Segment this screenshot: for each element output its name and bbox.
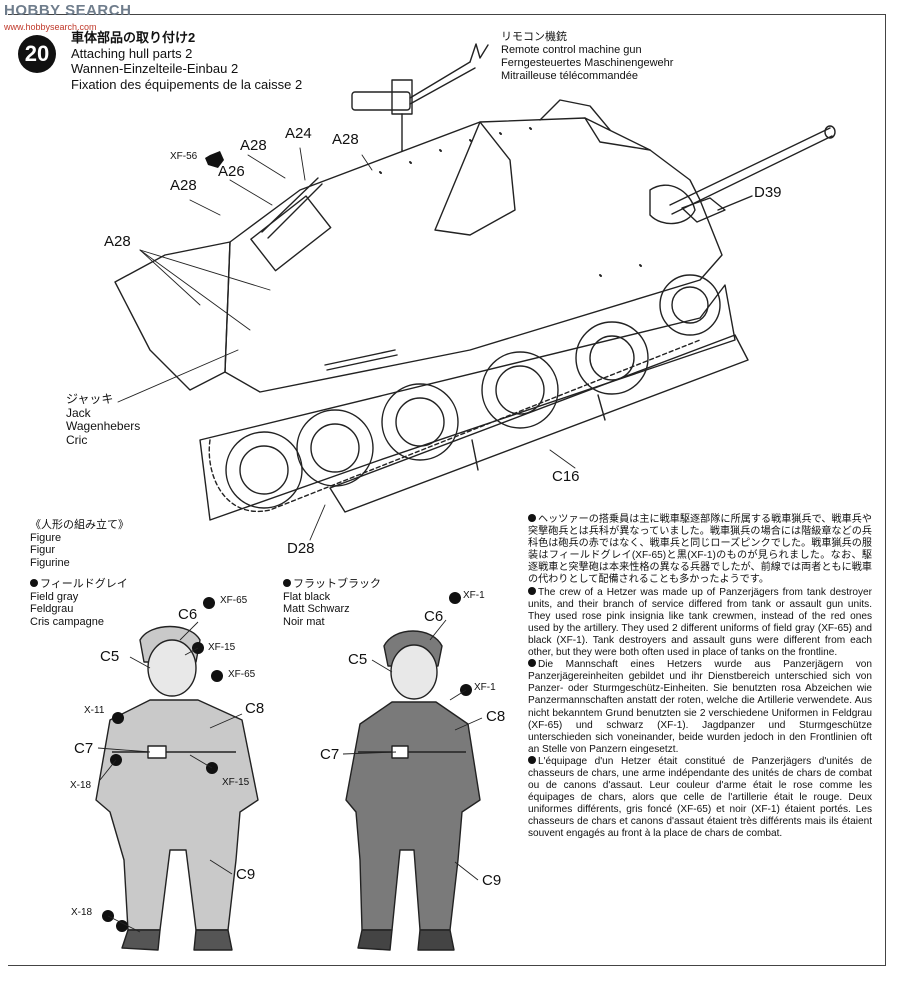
jack-jp: ジャッキ	[66, 392, 114, 406]
part-label-d28: D28	[287, 540, 315, 557]
paint-field-gray-fr: Cris campagne	[30, 615, 104, 628]
fig2-label-c5: C5	[348, 651, 368, 668]
fig1-label-c7: C7	[74, 740, 94, 757]
fig1-label-c9: C9	[236, 866, 256, 883]
jack-caption: ジャッキ Jack Wagenhebers Cric	[66, 392, 141, 447]
remote-gun-de: Ferngesteuertes Maschinengewehr	[501, 57, 674, 69]
fig1-label-x18-top: X-18	[70, 780, 92, 791]
crew-description: ヘッツァーの搭乗員は主に戦車駆逐部隊に所属する戦車猟兵で、戦車兵や突撃砲兵とは兵…	[528, 514, 872, 841]
fig1-label-c6: C6	[178, 606, 198, 623]
watermark-site: www.hobbysearch.com	[4, 22, 97, 32]
fig2-label-c8: C8	[486, 708, 506, 725]
fig1-label-c8: C8	[245, 700, 265, 717]
paint-flat-black-fr: Noir mat	[283, 615, 325, 628]
fig1-label-c5: C5	[100, 648, 120, 665]
fig1-label-xf15-bot: XF-15	[222, 777, 250, 788]
description-fr: L'équipage d'un Hetzer était constitué d…	[528, 755, 872, 840]
paint-bullet-icon	[30, 579, 38, 587]
fig1-label-x11: X-11	[84, 705, 105, 716]
desc-bullet-icon	[528, 586, 536, 595]
figure-field-gray	[95, 625, 259, 951]
remote-gun-caption: リモコン機銃 Remote control machine gun Fernge…	[501, 31, 673, 83]
frame-bottom-line	[8, 965, 886, 966]
paint-flat-black-caption: フラットブラック Flat black Matt Schwarz Noir ma…	[283, 578, 381, 628]
paint-field-gray-en: Field gray	[30, 590, 79, 603]
paint-bullet-icon	[283, 579, 291, 587]
step-title-jp: 車体部品の取り付け2	[71, 30, 196, 45]
step-title-de: Wannen-Einzelteile-Einbau 2	[71, 61, 239, 76]
part-label-c16: C16	[552, 468, 580, 485]
paint-flat-black-de: Matt Schwarz	[283, 603, 350, 615]
paint-field-gray-caption: フィールドグレイ Field gray Feldgrau Cris campag…	[30, 578, 128, 628]
remote-gun-fr: Mitrailleuse télécommandée	[501, 70, 638, 82]
figure-heading: 《人形の組み立て》 Figure Figur Figurine	[30, 519, 129, 569]
remote-gun-jp: リモコン機銃	[501, 31, 567, 43]
fig2-label-xf1-top: XF-1	[463, 590, 485, 601]
remote-gun-en: Remote control machine gun	[501, 44, 642, 56]
part-label-a28-right: A28	[332, 131, 359, 148]
part-label-a26: A26	[218, 163, 245, 180]
fig2-label-c7: C7	[320, 746, 340, 763]
frame-right-line	[885, 14, 886, 966]
part-label-a28-top: A28	[240, 137, 267, 154]
fig1-label-xf65-top: XF-65	[220, 595, 248, 606]
desc-bullet-icon	[528, 659, 536, 668]
fig1-label-xf15-top: XF-15	[208, 642, 236, 653]
jack-de: Wagenhebers	[66, 419, 141, 433]
paint-flat-black-en: Flat black	[283, 590, 331, 603]
fig1-label-x18-bot: X-18	[71, 907, 93, 918]
step-title-fr: Fixation des équipements de la caisse 2	[71, 76, 303, 92]
part-label-a28-mid: A28	[170, 177, 197, 194]
desc-bullet-icon	[528, 514, 536, 522]
part-label-a24: A24	[285, 125, 312, 142]
paint-field-gray-jp: フィールドグレイ	[40, 578, 128, 590]
figure-flat-black	[345, 630, 481, 951]
figure-heading-de: Figur	[30, 544, 56, 556]
part-label-a28-left: A28	[104, 233, 131, 250]
part-label-d39: D39	[754, 184, 782, 201]
paint-flat-black-jp: フラットブラック	[293, 578, 381, 590]
desc-bullet-icon	[528, 755, 536, 764]
part-label-xf56: XF-56	[170, 151, 198, 162]
fig2-label-c9: C9	[482, 872, 502, 889]
fig1-label-xf65-mid: XF-65	[228, 669, 256, 680]
jack-fr: Cric	[66, 432, 88, 447]
description-de: Die Mannschaft eines Hetzers wurde aus P…	[528, 659, 872, 755]
fig2-label-xf1-mid: XF-1	[474, 682, 496, 693]
figure-heading-fr: Figurine	[30, 556, 70, 569]
description-en: The crew of a Hetzer was made up of Panz…	[528, 586, 872, 659]
step-title: 車体部品の取り付け2 Attaching hull parts 2 Wannen…	[71, 30, 302, 92]
paint-field-gray-de: Feldgrau	[30, 603, 74, 615]
figure-heading-jp: 《人形の組み立て》	[30, 519, 129, 531]
step-number-badge: 20	[18, 35, 56, 73]
fig2-label-c6: C6	[424, 608, 444, 625]
watermark-brand: HOBBY SEARCH	[4, 2, 132, 19]
description-jp: ヘッツァーの搭乗員は主に戦車駆逐部隊に所属する戦車猟兵で、戦車兵や突撃砲兵とは兵…	[528, 514, 872, 586]
jack-en: Jack	[66, 405, 91, 420]
step-title-en: Attaching hull parts 2	[71, 45, 193, 61]
figure-heading-en: Figure	[30, 531, 62, 544]
frame-top-line	[8, 14, 886, 15]
